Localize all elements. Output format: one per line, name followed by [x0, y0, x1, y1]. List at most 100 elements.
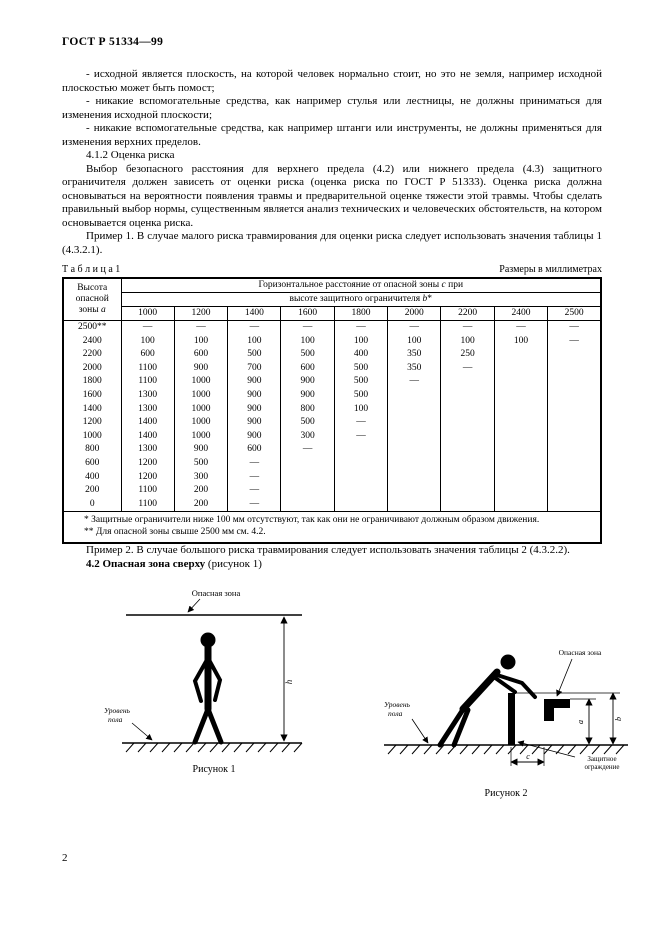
distance-cell — [547, 375, 602, 389]
span-header-text: Горизонтальное расстояние от опасной зон… — [258, 280, 442, 290]
distance-cell: 1000 — [173, 375, 229, 389]
table-units-label: Размеры в миллиметрах — [499, 264, 602, 275]
distance-cell — [387, 429, 442, 444]
distance-cell: 200 — [173, 497, 229, 512]
figure-2-caption: Рисунок 2 — [484, 788, 528, 800]
table-footnote-2: ** Для опасной зоны свыше 2500 мм см. 4.… — [84, 526, 266, 537]
col1-header-text: Высота опасной зоны — [75, 283, 109, 315]
distance-cell — [547, 416, 602, 430]
span-header-post: при — [445, 280, 464, 290]
distance-cell — [440, 388, 495, 403]
distance-cell: 900 — [227, 416, 282, 430]
distance-cell: — — [547, 334, 602, 349]
distance-cell: — — [333, 429, 389, 444]
distance-cell: — — [173, 320, 229, 335]
table-caption-row: Т а б л и ц а 1 Размеры в миллиметрах — [62, 264, 602, 275]
floor-line-and-hatching — [122, 742, 303, 753]
distance-cell: 600 — [280, 361, 335, 376]
distance-cell: — — [440, 320, 495, 335]
distance-cell — [493, 416, 549, 430]
distance-cell: 200 — [173, 484, 229, 498]
distance-cell: 600 — [227, 443, 282, 457]
distance-cell: 500 — [280, 416, 335, 430]
distance-cell: 1300 — [120, 402, 175, 417]
dimension-b: b — [515, 692, 623, 746]
table-label: Т а б л и ц а 1 — [62, 264, 121, 275]
span-header: Горизонтальное расстояние от опасной зон… — [120, 277, 602, 293]
danger-zone-shape — [544, 699, 570, 722]
distance-cell: — — [440, 361, 495, 376]
distance-cell — [547, 402, 602, 417]
svg-text:c: c — [526, 752, 530, 761]
distance-cell: 500 — [280, 348, 335, 362]
height-col-header: 1800 — [333, 306, 389, 321]
floor-label-leader — [411, 719, 429, 744]
distance-cell: 350 — [387, 348, 442, 362]
distance-cell — [493, 361, 549, 376]
figure-2-drawing: Опасная зона — [384, 648, 628, 771]
distance-cell — [440, 429, 495, 444]
distance-cell: 800 — [280, 402, 335, 417]
zone-height-cell: 1000 — [62, 429, 122, 444]
distance-cell — [387, 484, 442, 498]
distance-cell — [333, 443, 389, 457]
zone-height-cell: 1600 — [62, 388, 122, 403]
distance-cell: 1100 — [120, 497, 175, 512]
svg-text:b: b — [614, 717, 623, 721]
distance-cell: 1300 — [120, 388, 175, 403]
distance-cell — [333, 470, 389, 485]
distance-cell: — — [333, 320, 389, 335]
figure-1: Опасная зона — [96, 585, 332, 775]
document-page: ГОСТ Р 51334—99 - исходной является плос… — [62, 36, 628, 799]
distance-cell: 250 — [440, 348, 495, 362]
distance-cell: 100 — [227, 334, 282, 349]
distance-cell — [333, 456, 389, 471]
sub-header-var: b — [422, 294, 428, 304]
table-header-row-2: высоте защитного ограничителя b* — [63, 292, 602, 307]
zone-height-cell: 1400 — [62, 402, 122, 417]
height-col-header: 2200 — [440, 306, 495, 321]
zone-height-cell: 2200 — [62, 348, 122, 362]
stick-figure-leaning — [437, 654, 537, 748]
height-col-header: 1200 — [173, 306, 229, 321]
height-col-header: 1600 — [280, 306, 335, 321]
example-1-paragraph: Пример 1. В случае малого риска травмиро… — [62, 230, 602, 256]
distance-cell — [440, 416, 495, 430]
distance-cell: 900 — [280, 388, 335, 403]
col1-header: Высота опасной зоны a — [62, 277, 122, 321]
barrier-label-leader — [517, 740, 576, 758]
sub-header-text: высоте защитного ограничителя — [289, 294, 423, 304]
distance-cell — [493, 429, 549, 444]
sub-header-star: * — [427, 294, 433, 304]
distance-cell: — — [333, 416, 389, 430]
distance-cell — [280, 456, 335, 471]
zone-height-cell: 2400 — [62, 334, 122, 349]
distance-cell: — — [280, 443, 335, 457]
distance-cell: — — [227, 497, 282, 512]
distance-cell: — — [227, 456, 282, 471]
floor-label-leader — [131, 723, 153, 741]
height-col-header: 2500 — [547, 306, 602, 321]
distance-cell — [280, 484, 335, 498]
distance-cell: 100 — [333, 334, 389, 349]
distance-cell — [440, 497, 495, 512]
distance-cell: 100 — [387, 334, 442, 349]
bullet-paragraph-2: - никакие вспомогательные средства, как … — [62, 95, 602, 121]
distance-cell — [440, 443, 495, 457]
distance-cell: — — [227, 470, 282, 485]
distance-cell: 100 — [333, 402, 389, 417]
distance-cell — [493, 402, 549, 417]
distance-cell — [387, 497, 442, 512]
distance-cell: — — [227, 320, 282, 335]
distance-cell — [387, 443, 442, 457]
distance-cell — [440, 456, 495, 471]
zone-height-cell: 0 — [62, 497, 122, 512]
